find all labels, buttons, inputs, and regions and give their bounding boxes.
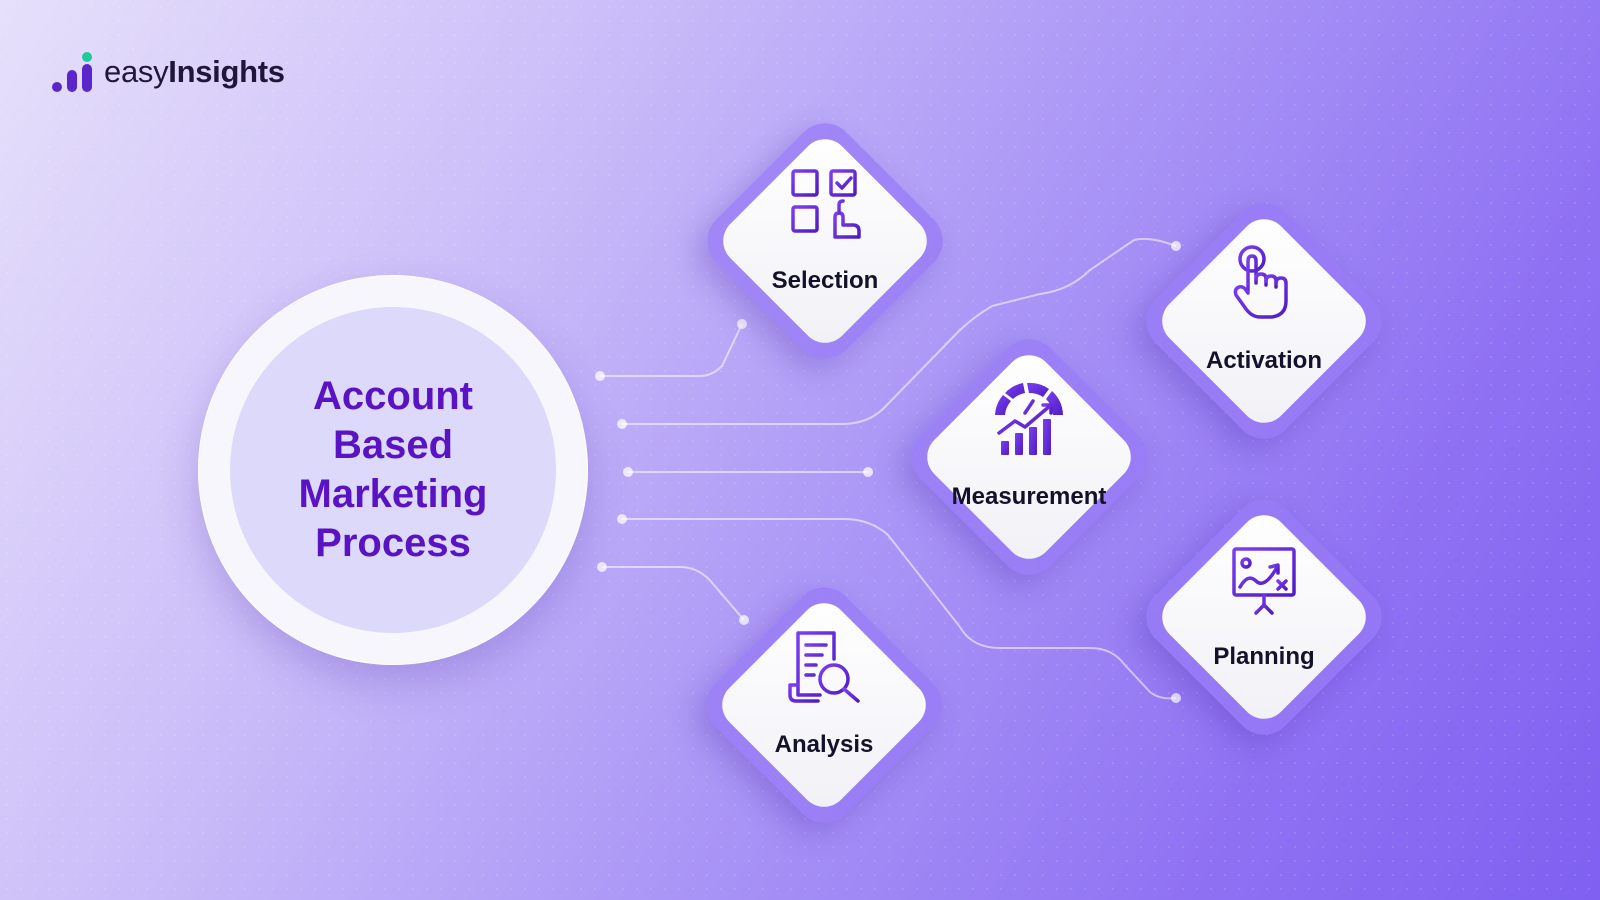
connector-analysis — [602, 566, 745, 621]
step-label: Analysis — [774, 731, 874, 758]
connector-activation — [622, 237, 1177, 425]
connector-node — [617, 419, 627, 429]
bar-chart-logo-icon — [50, 50, 96, 94]
tap-pointer-icon — [1233, 245, 1288, 319]
step-activation: Activation — [1133, 190, 1395, 452]
document-search-icon — [788, 631, 860, 703]
gauge-growth-chart-icon — [995, 382, 1063, 455]
connector-node — [1171, 693, 1181, 703]
connector-node — [863, 467, 873, 477]
connector-node — [597, 562, 607, 572]
connector-node — [617, 514, 627, 524]
process-title: Account Based Marketing Process — [298, 374, 488, 565]
process-hub-inner: Account Based Marketing Process — [230, 307, 556, 633]
step-label: Measurement — [951, 483, 1107, 510]
step-analysis: Analysis — [693, 574, 955, 836]
connector-node — [595, 371, 605, 381]
step-label: Activation — [1205, 347, 1322, 374]
step-planning: Planning — [1133, 486, 1395, 748]
connector-node — [737, 319, 747, 329]
strategy-board-icon — [1228, 547, 1300, 615]
step-label: Selection — [771, 267, 879, 294]
process-hub-circle: Account Based Marketing Process — [198, 275, 588, 665]
brand-logo: easyInsights — [50, 50, 285, 94]
step-selection: Selection — [694, 110, 956, 372]
connector-node — [739, 615, 749, 625]
connector-node — [1171, 241, 1181, 251]
step-measurement: Measurement — [898, 326, 1160, 588]
connector-node — [623, 467, 633, 477]
connector-planning — [622, 518, 1177, 700]
brand-name: easyInsights — [104, 54, 285, 89]
step-label: Planning — [1213, 643, 1315, 670]
connector-selection — [600, 323, 743, 377]
selection-checklist-icon — [791, 169, 861, 239]
